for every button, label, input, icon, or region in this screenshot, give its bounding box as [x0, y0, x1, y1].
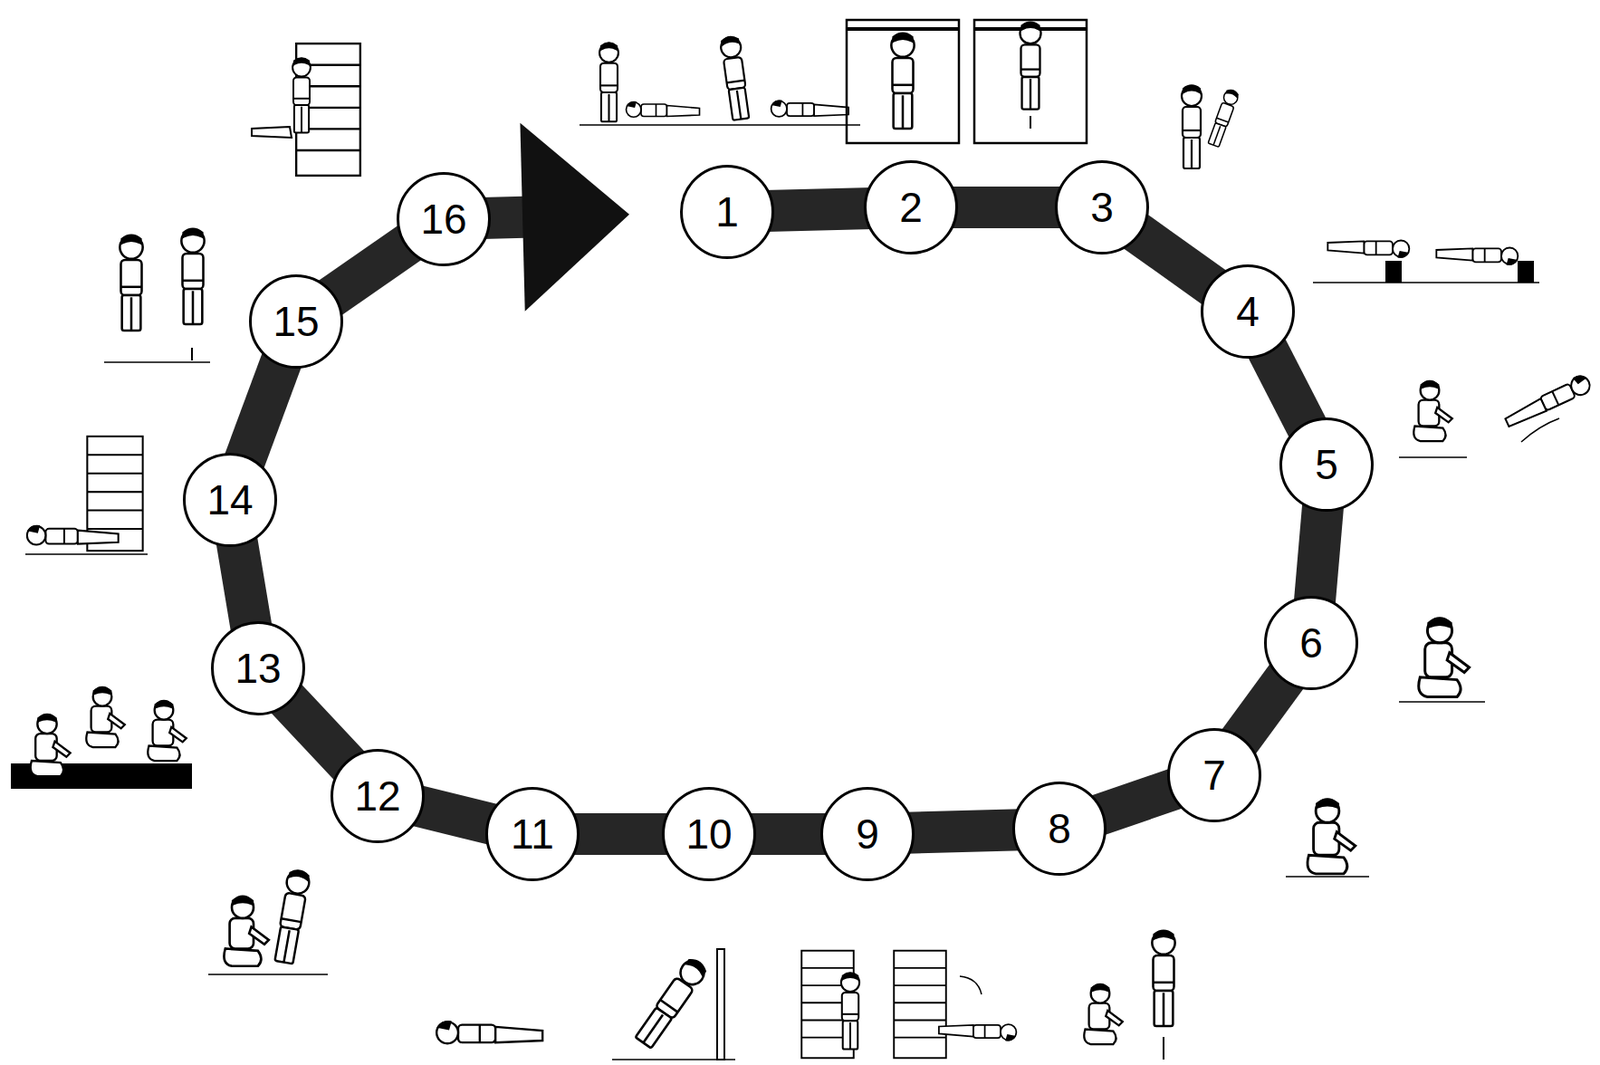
station-number: 9 [855, 813, 880, 855]
station-number: 4 [1235, 290, 1260, 333]
station-number: 3 [1090, 186, 1114, 229]
track-band [570, 833, 671, 835]
station-circle: 6 [1264, 595, 1359, 690]
track-band [1264, 344, 1310, 431]
station-circle: 14 [182, 452, 278, 547]
track-band [1314, 502, 1324, 605]
station-circle: 1 [680, 164, 775, 259]
station-circle: 2 [863, 160, 959, 255]
station-number: 12 [354, 775, 401, 817]
station-number: 8 [1047, 807, 1072, 850]
track-band [1095, 787, 1179, 817]
station-number: 6 [1299, 622, 1323, 664]
station-number: 10 [685, 813, 732, 855]
station-number: 15 [272, 300, 319, 343]
track-band [747, 833, 830, 835]
track-band [243, 356, 284, 464]
station-circle: 8 [1012, 781, 1107, 876]
station-number: 16 [420, 198, 467, 240]
station-circle: 13 [210, 621, 306, 716]
track-band [414, 804, 496, 825]
station-number: 2 [899, 186, 923, 229]
station-circle: 4 [1200, 264, 1295, 359]
station-number: 13 [234, 647, 281, 690]
track-band [948, 207, 1064, 209]
station-number: 11 [510, 813, 555, 855]
station-circle: 3 [1054, 160, 1150, 255]
station-number: 1 [715, 191, 739, 233]
station-circle: 5 [1279, 417, 1374, 512]
track-band [905, 829, 1022, 834]
track-band [481, 123, 630, 312]
track-band [1132, 229, 1217, 289]
station-circle: 15 [249, 274, 344, 369]
station-circle: 11 [485, 786, 580, 882]
station-circle: 10 [661, 786, 757, 882]
track-band [1236, 673, 1289, 745]
track-band [284, 696, 353, 769]
station-number: 7 [1202, 754, 1227, 796]
station-number: 5 [1314, 443, 1339, 486]
track-band [236, 536, 252, 631]
station-circle: 16 [396, 172, 491, 267]
station-circle: 7 [1167, 728, 1262, 823]
station-number: 14 [206, 479, 253, 521]
station-circle: 12 [330, 748, 425, 844]
track-band [765, 208, 873, 211]
track-band [327, 240, 413, 300]
station-circle: 9 [820, 786, 915, 882]
